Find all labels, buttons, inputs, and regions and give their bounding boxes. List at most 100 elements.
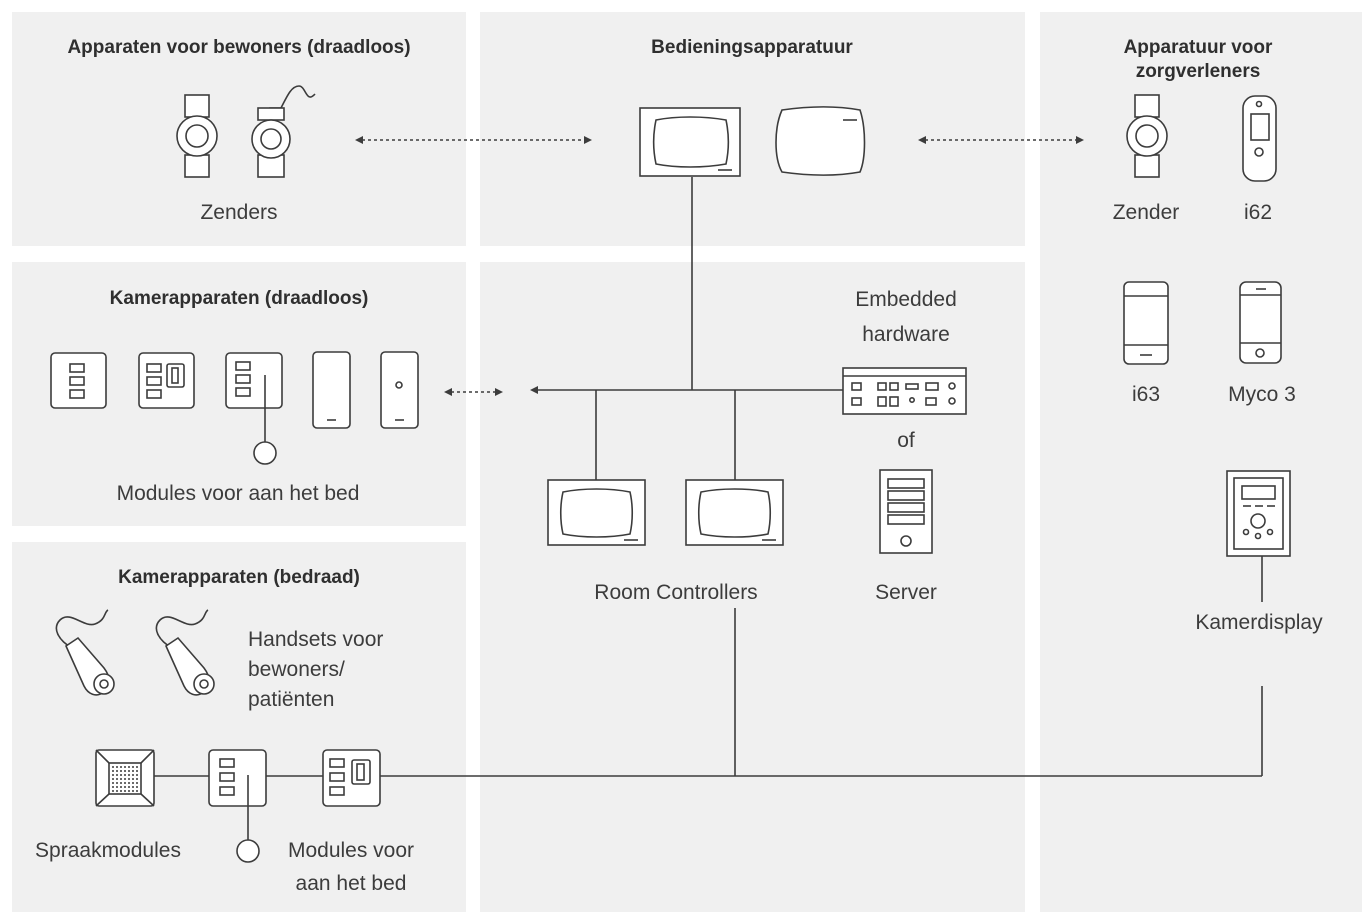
bedside-module-with-outlet-icon [138, 352, 195, 409]
room-controller-icon [685, 479, 784, 546]
wireless-link-room-network [444, 388, 503, 396]
grille-dot [132, 782, 134, 784]
grille-dot [120, 778, 122, 780]
speech-modules-label: Spraakmodules [35, 839, 181, 862]
grille-dot [132, 770, 134, 772]
grille-dot [120, 790, 122, 792]
grille-dot [116, 770, 118, 772]
bedside-modules-wired-label-line1: Modules voor [288, 839, 414, 862]
room-wired-title: Kamerapparaten (bedraad) [118, 567, 360, 588]
room-display-label: Kamerdisplay [1195, 611, 1323, 634]
grille-dot [128, 770, 130, 772]
i62-handset-icon [1242, 95, 1277, 182]
grille-dot [116, 774, 118, 776]
grille-dot [128, 766, 130, 768]
grille-dot [128, 774, 130, 776]
wireless-link-resident-control [355, 136, 592, 144]
bedside-modules-wireless-label: Modules voor aan het bed [117, 482, 360, 505]
slim-button-device-icon [312, 351, 351, 429]
grille-dot [128, 786, 130, 788]
grille-dot [136, 786, 138, 788]
handset-icon [155, 609, 215, 696]
room-controllers-label: Room Controllers [594, 581, 757, 604]
grille-dot [124, 774, 126, 776]
room-wireless-title: Kamerapparaten (draadloos) [110, 288, 369, 309]
grille-dot [112, 766, 114, 768]
grille-dot [116, 766, 118, 768]
watch-transmitter-icon [176, 94, 218, 178]
resident-devices-title: Apparaten voor bewoners (draadloos) [67, 37, 410, 58]
pendant-transmitter-icon [251, 85, 316, 178]
handsets-label-line1: Handsets voor [248, 628, 383, 651]
grille-dot [132, 786, 134, 788]
bedside-module-icon [50, 352, 107, 409]
grille-dot [128, 778, 130, 780]
handset-icon [55, 609, 115, 696]
embedded-hardware-label-line1: Embedded [855, 288, 957, 311]
grille-dot [112, 790, 114, 792]
grille-dot [112, 778, 114, 780]
panel-resident-devices [12, 12, 466, 246]
grille-dot [112, 770, 114, 772]
grille-dot [136, 782, 138, 784]
server-label: Server [875, 581, 937, 604]
wireless-link-control-caregiver [918, 136, 1084, 144]
grille-dot [132, 766, 134, 768]
caregiver-equipment-title-line2: zorgverleners [1136, 61, 1261, 82]
i63-handset-icon [1123, 281, 1169, 365]
i63-label: i63 [1132, 383, 1160, 406]
grille-dot [136, 778, 138, 780]
slim-pull-device-icon [380, 351, 419, 429]
handsets-label-line3: patiënten [248, 688, 334, 711]
panel-control-equipment [480, 12, 1025, 246]
myco3-smartphone-icon [1239, 281, 1282, 364]
grille-dot [120, 774, 122, 776]
caregiver-transmitter-label: Zender [1113, 201, 1180, 224]
grille-dot [132, 790, 134, 792]
grille-dot [128, 790, 130, 792]
grille-dot [112, 774, 114, 776]
grille-dot [136, 770, 138, 772]
transmitters-label: Zenders [200, 201, 277, 224]
speaker-grille [112, 766, 138, 792]
or-label: of [897, 429, 915, 452]
grille-dot [124, 770, 126, 772]
grille-dot [124, 766, 126, 768]
grille-dot [124, 786, 126, 788]
control-equipment-title: Bedieningsapparatuur [651, 37, 853, 58]
bedside-module-with-outlet-icon [322, 749, 381, 807]
embedded-hardware-label-line2: hardware [862, 323, 950, 346]
grille-dot [120, 766, 122, 768]
grille-dot [124, 778, 126, 780]
connection-lines [154, 177, 1263, 777]
caregiver-watch-transmitter-icon [1126, 94, 1168, 178]
grille-dot [136, 766, 138, 768]
grille-dot [132, 774, 134, 776]
grille-dot [120, 770, 122, 772]
server-icon [879, 469, 933, 554]
grille-dot [128, 782, 130, 784]
grille-dot [116, 778, 118, 780]
handsets-label-line2: bewoners/ [248, 658, 345, 681]
grille-dot [132, 778, 134, 780]
grille-dot [116, 790, 118, 792]
grille-dot [136, 790, 138, 792]
grille-dot [112, 782, 114, 784]
control-panel-icon [639, 107, 741, 177]
grille-dot [112, 786, 114, 788]
grille-dot [124, 790, 126, 792]
myco3-label: Myco 3 [1228, 383, 1296, 406]
grille-dot [116, 786, 118, 788]
panel-caregiver-equipment [1040, 12, 1362, 912]
grille-dot [120, 782, 122, 784]
caregiver-equipment-title-line1: Apparatuur voor [1124, 37, 1273, 58]
speech-module-icon [95, 749, 155, 807]
bedside-module-with-cord-icon [225, 352, 283, 465]
grille-dot [120, 786, 122, 788]
grille-dot [136, 774, 138, 776]
bedside-modules-wired-label-line2: aan het bed [296, 872, 407, 895]
room-controller-icon [547, 479, 646, 546]
control-console-icon [775, 106, 866, 176]
